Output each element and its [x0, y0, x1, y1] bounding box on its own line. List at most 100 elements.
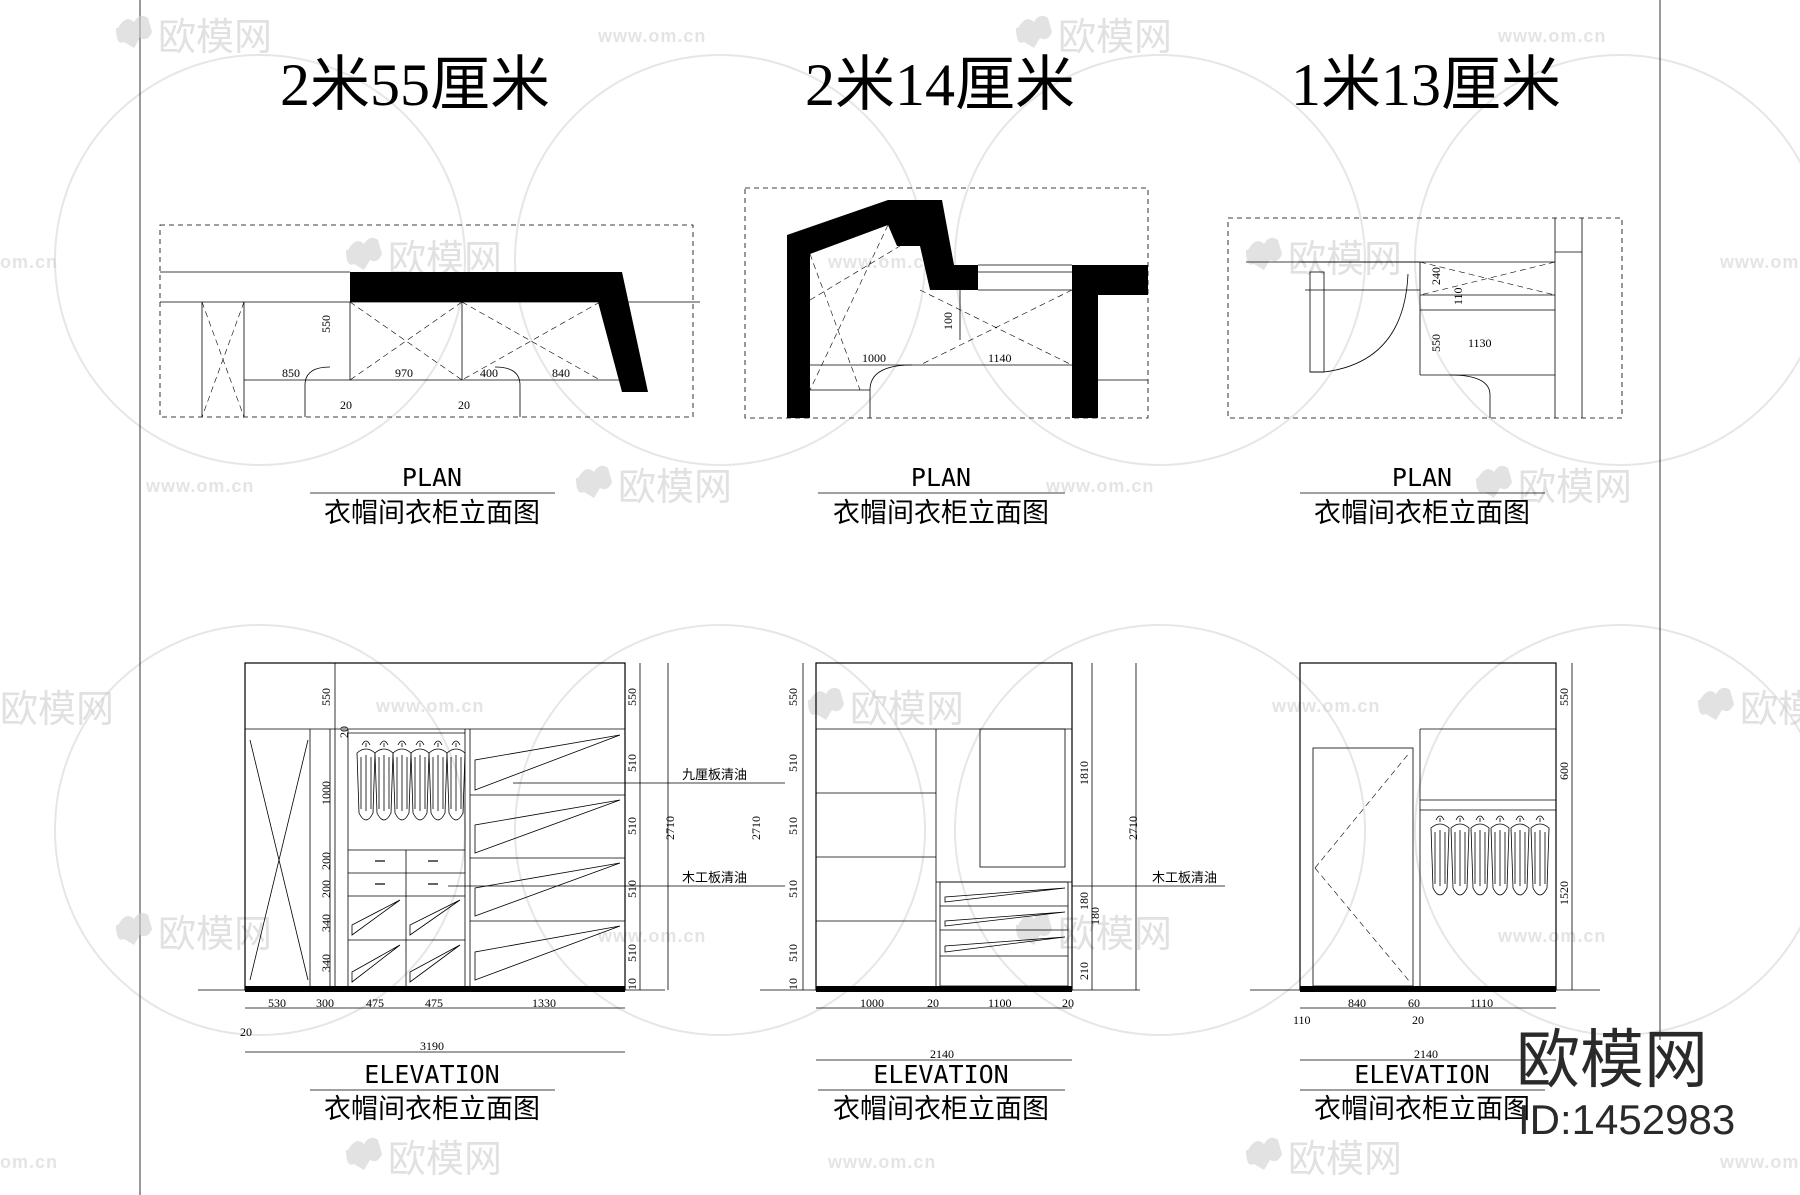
- svg-text:550: 550: [1429, 334, 1443, 352]
- svg-text:340: 340: [319, 954, 333, 972]
- svg-text:1130: 1130: [1468, 336, 1492, 350]
- plan-1-label-en: PLAN: [402, 463, 462, 492]
- svg-text:510: 510: [786, 880, 800, 898]
- svg-text:om.cn: om.cn: [0, 1152, 58, 1172]
- svg-text:530: 530: [268, 996, 286, 1010]
- svg-text:欧模网: 欧模网: [1058, 17, 1172, 59]
- svg-text:110: 110: [1293, 1013, 1311, 1027]
- svg-text:200: 200: [319, 852, 333, 870]
- svg-text:20: 20: [1412, 1013, 1424, 1027]
- svg-text:欧模网: 欧模网: [1288, 239, 1402, 281]
- svg-text:210: 210: [1077, 962, 1091, 980]
- elevation-2-caption: 衣帽间衣柜立面图: [833, 1094, 1049, 1124]
- brand-logo-text: 欧模网: [1516, 1024, 1708, 1096]
- svg-text:10: 10: [786, 978, 800, 990]
- svg-text:400: 400: [480, 366, 498, 380]
- svg-text:3190: 3190: [420, 1039, 444, 1053]
- svg-text:20: 20: [340, 398, 352, 412]
- elevation-1-caption: 衣帽间衣柜立面图: [324, 1094, 540, 1124]
- plan-2-caption: 衣帽间衣柜立面图: [833, 498, 1049, 528]
- svg-text:550: 550: [625, 688, 639, 706]
- svg-text:欧模网: 欧模网: [0, 689, 114, 731]
- plan-1-caption: 衣帽间衣柜立面图: [324, 498, 540, 528]
- svg-text:www.om.cn: www.om.cn: [1497, 26, 1606, 46]
- plan-2: 1000 1140 100: [744, 187, 1149, 419]
- elevation-3-caption: 衣帽间衣柜立面图: [1314, 1094, 1530, 1124]
- svg-text:www.om.cn: www.om.cn: [597, 926, 706, 946]
- watermark-brand: 欧模网 欧模网 欧模网 欧模网 欧模网 欧模网 欧模网 欧模网 欧模网 欧模网 …: [0, 15, 1800, 1181]
- title-1: 2米55厘米: [280, 52, 550, 118]
- svg-text:300: 300: [316, 996, 334, 1010]
- svg-text:510: 510: [625, 944, 639, 962]
- svg-text:840: 840: [552, 366, 570, 380]
- plan-3: 240 110 550 1130: [1227, 217, 1623, 419]
- svg-text:600: 600: [1557, 762, 1571, 780]
- svg-text:20: 20: [240, 1025, 252, 1039]
- elevation-3: 550 600 1520 110 840 60 1110 20 2140: [1250, 662, 1600, 1061]
- plan-1-label: PLAN 衣帽间衣柜立面图: [310, 463, 555, 528]
- svg-text:840: 840: [1348, 996, 1366, 1010]
- svg-text:20: 20: [337, 726, 351, 738]
- svg-text:510: 510: [786, 754, 800, 772]
- svg-text:510: 510: [786, 817, 800, 835]
- plan-3-label-en: PLAN: [1392, 463, 1452, 492]
- svg-text:510: 510: [625, 754, 639, 772]
- svg-text:om.cn: om.cn: [0, 252, 58, 272]
- svg-text:60: 60: [1408, 996, 1420, 1010]
- svg-text:2710: 2710: [1126, 816, 1140, 840]
- svg-text:20: 20: [927, 996, 939, 1010]
- note-blockboard: 木工板清油: [682, 870, 747, 885]
- svg-text:www.om.cn: www.om.cn: [827, 252, 936, 272]
- svg-text:欧模网: 欧模网: [1058, 914, 1172, 956]
- svg-text:110: 110: [1451, 287, 1465, 305]
- svg-text:1000: 1000: [862, 351, 886, 365]
- svg-text:www.om.cn: www.om.cn: [145, 476, 254, 496]
- elevation-3-label-en: ELEVATION: [1354, 1060, 1489, 1089]
- svg-text:1000: 1000: [319, 781, 333, 805]
- svg-text:1520: 1520: [1557, 881, 1571, 905]
- svg-text:510: 510: [625, 880, 639, 898]
- elevation-3-label: ELEVATION 衣帽间衣柜立面图: [1300, 1060, 1545, 1124]
- svg-text:欧模网: 欧模网: [1518, 467, 1632, 509]
- svg-text:550: 550: [1557, 688, 1571, 706]
- svg-text:www.om.cn: www.om.cn: [1719, 1152, 1800, 1172]
- title-3: 1米13厘米: [1291, 52, 1561, 118]
- svg-text:www.om.cn: www.om.cn: [1719, 252, 1800, 272]
- plan-3-caption: 衣帽间衣柜立面图: [1314, 498, 1530, 528]
- svg-text:2140: 2140: [1414, 1047, 1438, 1061]
- svg-text:www.om.cn: www.om.cn: [1271, 696, 1380, 716]
- svg-text:1100: 1100: [988, 996, 1012, 1010]
- svg-text:欧模网: 欧模网: [850, 689, 964, 731]
- elevation-2: 550 510 510 510 510 10 2710 1810 180 180…: [749, 662, 1225, 1061]
- svg-text:欧模网: 欧模网: [1288, 1139, 1402, 1181]
- svg-text:240: 240: [1429, 267, 1443, 285]
- watermarks: 欧模网 欧模网 欧模网 欧模网 欧模网 欧模网 欧模网 欧模网 欧模网 欧模网 …: [0, 15, 1800, 1181]
- svg-text:550: 550: [786, 688, 800, 706]
- svg-text:550: 550: [319, 315, 333, 333]
- svg-text:1330: 1330: [532, 996, 556, 1010]
- svg-text:180: 180: [1088, 907, 1102, 925]
- svg-text:欧模网: 欧模网: [388, 1139, 502, 1181]
- svg-text:2140: 2140: [930, 1047, 954, 1061]
- svg-text:www.om.cn: www.om.cn: [1497, 926, 1606, 946]
- elevation-1-label: ELEVATION 衣帽间衣柜立面图: [310, 1060, 555, 1124]
- svg-text:1110: 1110: [1470, 996, 1493, 1010]
- watermark-url: www.om.cn www.om.cn om.cn www.om.cn www.…: [0, 26, 1800, 1172]
- title-2: 2米14厘米: [805, 52, 1075, 118]
- elevation-2-label: ELEVATION 衣帽间衣柜立面图: [818, 1060, 1065, 1124]
- brand-id: ID:1452983: [1518, 1096, 1735, 1143]
- plan-2-label-en: PLAN: [911, 463, 971, 492]
- svg-text:475: 475: [366, 996, 384, 1010]
- svg-text:欧模网: 欧模网: [618, 467, 732, 509]
- note-blockboard-2: 木工板清油: [1152, 870, 1217, 885]
- svg-text:欧模网: 欧模网: [158, 17, 272, 59]
- svg-text:510: 510: [786, 944, 800, 962]
- svg-text:340: 340: [319, 914, 333, 932]
- elevation-2-label-en: ELEVATION: [873, 1060, 1008, 1089]
- svg-text:2710: 2710: [749, 816, 763, 840]
- svg-text:www.om.cn: www.om.cn: [597, 26, 706, 46]
- elevation-1-label-en: ELEVATION: [364, 1060, 499, 1089]
- svg-text:510: 510: [625, 817, 639, 835]
- svg-text:100: 100: [941, 312, 955, 330]
